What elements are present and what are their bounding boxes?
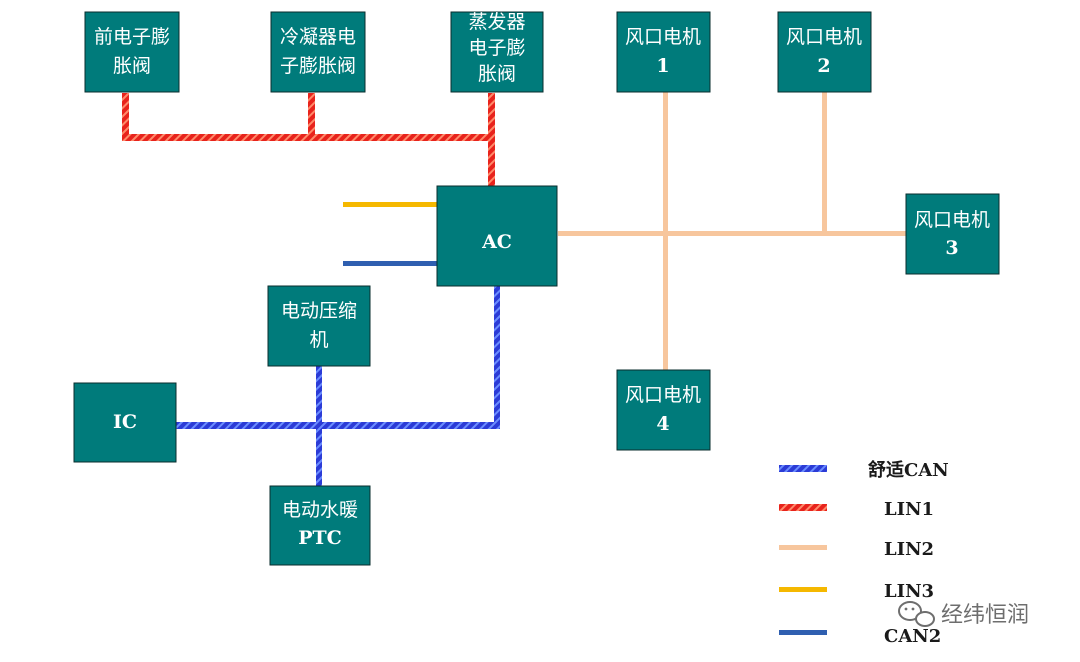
lin2-bus	[558, 92, 906, 370]
node-evaporator-exv-line2: 电子膨	[468, 37, 525, 59]
can2-stub	[343, 261, 437, 266]
node-front-exv-line2: 胀阀	[113, 55, 151, 77]
node-evaporator-exv-line3: 胀阀	[478, 63, 516, 85]
comfort-can-bus	[176, 286, 500, 486]
node-compressor-line2: 机	[309, 329, 328, 351]
lin1-bus	[122, 93, 495, 186]
legend-swatch-can2	[779, 630, 827, 635]
node-fan-4-line1: 风口电机	[625, 384, 701, 406]
node-fan-1: 风口电机 1	[616, 11, 711, 93]
node-fan-3-line2: 3	[945, 237, 958, 259]
node-fan-4: 风口电机 4	[616, 369, 711, 451]
node-evaporator-exv: 蒸发器 电子膨 胀阀	[450, 11, 544, 93]
node-fan-4-line2: 4	[656, 413, 669, 435]
node-condenser-exv: 冷凝器电 子膨胀阀	[270, 11, 366, 93]
node-compressor-line1: 电动压缩	[281, 300, 357, 322]
legend-label-lin2: LIN2	[884, 539, 934, 560]
node-ac-label: AC	[481, 231, 512, 253]
legend-item-can2: CAN2	[779, 626, 941, 647]
node-ic: IC	[73, 382, 177, 463]
legend-label-lin3: LIN3	[884, 581, 934, 602]
node-compressor: 电动压缩 机	[267, 285, 371, 367]
node-front-exv-line1: 前电子膨	[94, 26, 170, 48]
legend-item-lin1: LIN1	[779, 499, 934, 520]
legend-item-lin3: LIN3	[779, 581, 934, 602]
legend-swatch-comfort-can	[779, 465, 827, 472]
node-front-exv: 前电子膨 胀阀	[84, 11, 180, 93]
node-fan-3-line1: 风口电机	[914, 209, 990, 231]
legend-item-lin2: LIN2	[779, 539, 934, 560]
legend-swatch-lin2	[779, 545, 827, 550]
node-ic-label: IC	[113, 411, 137, 433]
watermark-text: 经纬恒润	[941, 603, 1029, 628]
node-fan-1-line2: 1	[656, 55, 669, 77]
lin3-stub	[343, 202, 437, 207]
node-fan-2-line2: 2	[817, 55, 830, 77]
legend-swatch-lin3	[779, 587, 827, 592]
legend: 舒适CAN LIN1 LIN2 LIN3 CAN2	[779, 459, 949, 647]
chat-bubble-icon	[898, 601, 935, 627]
watermark: 经纬恒润	[898, 601, 1029, 628]
node-ac: AC	[436, 185, 558, 287]
node-ptc-line2: PTC	[298, 527, 342, 549]
node-fan-1-line1: 风口电机	[625, 26, 701, 48]
legend-label-lin1: LIN1	[884, 499, 934, 520]
node-condenser-exv-line2: 子膨胀阀	[280, 55, 356, 77]
node-fan-3: 风口电机 3	[905, 193, 1000, 275]
node-condenser-exv-line1: 冷凝器电	[280, 26, 356, 48]
legend-label-can2: CAN2	[884, 626, 941, 647]
legend-swatch-lin1	[779, 504, 827, 511]
node-fan-2: 风口电机 2	[777, 11, 872, 93]
legend-label-comfort-can: 舒适CAN	[868, 459, 949, 481]
node-fan-2-line1: 风口电机	[786, 26, 862, 48]
node-evaporator-exv-line1: 蒸发器	[468, 11, 525, 33]
node-ptc-line1: 电动水暖	[282, 499, 358, 521]
legend-item-comfort-can: 舒适CAN	[779, 459, 949, 481]
node-ptc: 电动水暖 PTC	[269, 485, 371, 566]
